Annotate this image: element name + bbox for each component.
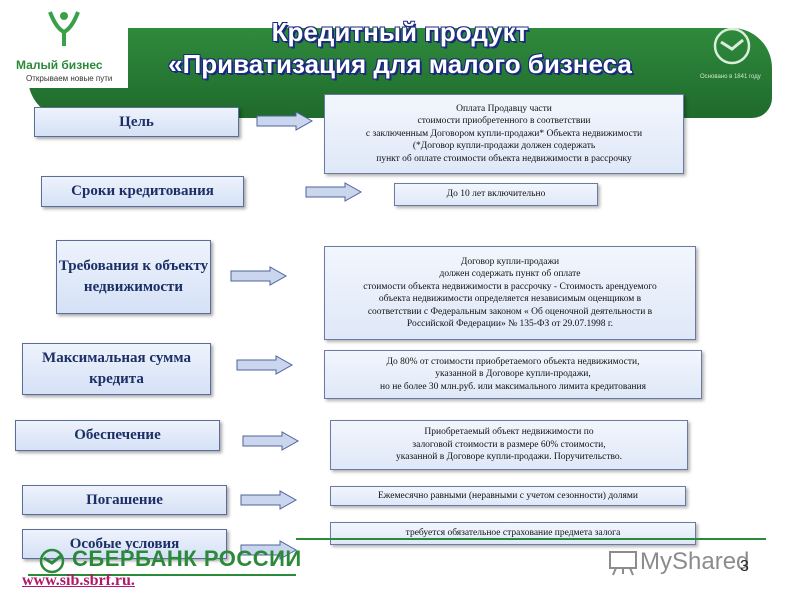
arrow-right-icon — [242, 431, 300, 451]
arrow-right-icon — [240, 540, 298, 560]
page-title: Кредитный продукт «Приватизация для мало… — [150, 16, 650, 80]
footer-bank-name: СБЕРБАНК РОССИИ — [72, 546, 302, 571]
desc-goal: Оплата Продавцу части стоимости приобрет… — [324, 94, 684, 174]
title-line1: Кредитный продукт — [271, 17, 529, 47]
desc-collateral: Приобретаемый объект недвижимости по зал… — [330, 420, 688, 470]
footer-underline — [28, 574, 296, 576]
sberbank-logo-icon — [39, 548, 65, 574]
arrow-right-icon — [240, 490, 298, 510]
label-terms: Сроки кредитования — [41, 176, 244, 207]
logo-name: Малый бизнес — [16, 58, 103, 72]
label-property-requirements: Требования к объекту недвижимости — [56, 240, 211, 314]
logo: Малый бизнес Открываем новые пути — [0, 2, 128, 88]
desc-special-conditions: требуется обязательное страхование предм… — [330, 522, 696, 545]
logo-mark-icon — [48, 11, 80, 46]
header-emblem-caption: Основано в 1841 году — [700, 74, 761, 80]
watermark-text: MyShared — [640, 548, 750, 575]
title-line2: «Приватизация для малого бизнеса — [168, 49, 632, 79]
page-number: 3 — [740, 558, 749, 575]
desc-max-credit: До 80% от стоимости приобретаемого объек… — [324, 350, 702, 399]
label-max-credit: Максимальная сумма кредита — [22, 343, 211, 395]
desc-property-requirements: Договор купли-продажи должен содержать п… — [324, 246, 696, 340]
label-goal: Цель — [34, 107, 239, 137]
arrow-right-icon — [236, 355, 294, 375]
presentation-board-icon — [609, 551, 637, 576]
footer-url-link[interactable]: www.sib.sbrf.ru. — [22, 572, 135, 589]
footer-divider — [296, 538, 766, 540]
desc-terms: До 10 лет включительно — [394, 183, 598, 206]
label-repayment: Погашение — [22, 485, 227, 515]
arrow-right-icon — [305, 182, 363, 202]
label-special-conditions: Особые условия — [22, 529, 227, 559]
logo-tagline: Открываем новые пути — [26, 74, 113, 83]
arrow-right-icon — [230, 266, 288, 286]
label-collateral: Обеспечение — [15, 420, 220, 451]
desc-repayment: Ежемесячно равными (неравными с учетом с… — [330, 486, 686, 506]
arrow-right-icon — [256, 111, 314, 131]
sberbank-emblem-icon — [713, 27, 751, 65]
